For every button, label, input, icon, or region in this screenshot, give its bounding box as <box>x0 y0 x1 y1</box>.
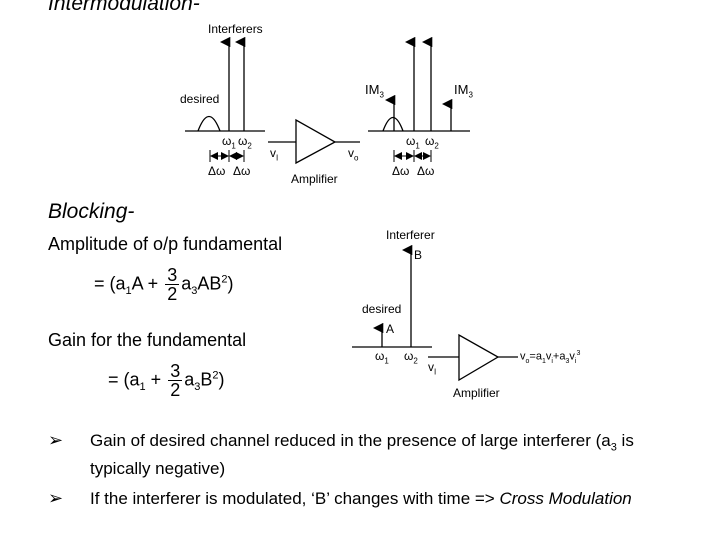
omega2-label: ω2 <box>238 134 252 151</box>
gain-label: Gain for the fundamental <box>48 330 247 350</box>
delta-omega-1: Δω <box>208 164 226 178</box>
desired-label: desired <box>180 92 220 106</box>
omega2-out-label: ω2 <box>425 134 439 151</box>
blocking-desired-label: desired <box>362 302 402 316</box>
bullet-glyph-1: ➢ <box>48 430 64 450</box>
intermod-output-spectrum <box>368 36 470 162</box>
bullet-text-1: Gain of desired channel reduced in the p… <box>90 431 634 479</box>
omega1-label: ω1 <box>222 134 236 151</box>
interferers-label: Interferers <box>208 22 263 36</box>
blocking-omega2-label: ω2 <box>404 349 418 366</box>
blocking-amplifier-label: Amplifier <box>453 386 500 400</box>
blocking-vi-label: vI <box>428 360 437 377</box>
amplifier-label: Amplifier <box>291 172 338 186</box>
blocking-amplifier <box>428 333 518 382</box>
desired-signal-bump <box>197 115 221 132</box>
omega1-out-label: ω1 <box>406 134 420 151</box>
vo-label: vo <box>348 146 359 163</box>
intermod-amplifier <box>268 118 360 165</box>
delta-omega-out-1: Δω <box>392 164 410 178</box>
a-label: A <box>386 322 395 336</box>
delta-omega-2: Δω <box>233 164 251 178</box>
im3-label-left: IM3 <box>365 82 384 100</box>
intermod-title: Intermodulation- <box>48 0 200 15</box>
interferer-label: Interferer <box>386 228 435 242</box>
im3-label-right: IM3 <box>454 82 473 100</box>
delta-omega-out-2: Δω <box>417 164 435 178</box>
bullet-glyph-2: ➢ <box>48 488 64 508</box>
intermod-input-spectrum <box>185 36 265 162</box>
blocking-title: Blocking- <box>48 200 135 223</box>
b-label: B <box>414 248 423 262</box>
bullet-text-2: If the interferer is modulated, ‘B’ chan… <box>90 489 632 508</box>
blocking-spectrum <box>352 244 432 348</box>
blocking-omega1-label: ω1 <box>375 349 389 366</box>
output-equation-label: vo=a1vi+a3vi3 <box>520 350 581 365</box>
vi-label: vI <box>270 146 279 163</box>
amplitude-label: Amplitude of o/p fundamental <box>48 234 283 254</box>
